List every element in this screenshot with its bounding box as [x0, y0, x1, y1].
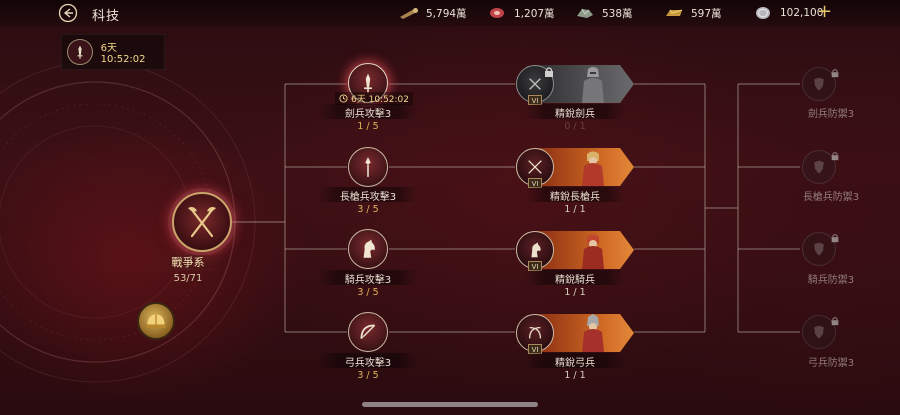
tech-node-swordsman-attack[interactable]	[348, 63, 388, 103]
shield-icon	[814, 160, 824, 174]
shield-icon	[814, 325, 824, 339]
treasure-helmet-icon	[146, 314, 166, 328]
tech-node-cavalry-defense[interactable]	[802, 232, 836, 266]
knight-soldier-icon	[582, 67, 604, 103]
tech-name: 長槍兵攻擊3	[339, 192, 397, 203]
elite-node-spearman[interactable]: VI	[516, 148, 634, 188]
tier-badge: VI	[528, 95, 542, 105]
bow-icon	[360, 324, 376, 339]
archer-soldier-icon	[582, 314, 604, 352]
crossed-axes-icon	[188, 207, 216, 238]
label-band	[525, 353, 625, 368]
label-band	[525, 187, 625, 202]
clock-icon	[339, 94, 348, 103]
resource-silver[interactable]: 102,100	[752, 4, 823, 22]
tech-name: 弓兵防禦3	[807, 358, 855, 369]
crossed-bows-icon	[528, 326, 542, 339]
gold-helmet-button[interactable]	[137, 302, 175, 340]
tier-badge: VI	[528, 261, 542, 271]
back-button[interactable]	[58, 3, 78, 23]
elite-level: 1 / 1	[564, 204, 586, 215]
gold-bar-icon	[666, 9, 683, 16]
label-band	[318, 353, 418, 368]
elite-level: 1 / 1	[564, 370, 586, 381]
lock-icon	[831, 152, 839, 161]
tier-badge: VI	[528, 344, 542, 354]
tech-name: 劍兵攻擊3	[344, 109, 392, 120]
tech-name: 弓兵攻擊3	[344, 358, 392, 369]
elite-level: 0 / 1	[564, 121, 586, 132]
elite-name: 精銳弓兵	[555, 358, 595, 369]
shield-icon	[814, 77, 824, 91]
tech-research-timer: 6天 10:52:02	[335, 92, 414, 105]
label-band	[525, 104, 625, 119]
lock-icon	[545, 67, 553, 77]
tech-node-archer-defense[interactable]	[802, 315, 836, 349]
tech-name: 騎兵攻擊3	[344, 275, 392, 286]
resource-value: 102,100	[780, 7, 824, 19]
timer-tech-icon	[67, 39, 93, 65]
elite-name: 精銳長槍兵	[550, 192, 600, 203]
resource-value: 5,794萬	[426, 7, 467, 20]
tech-name: 騎兵防禦3	[807, 275, 855, 286]
horizontal-scrollbar[interactable]	[362, 402, 538, 407]
tech-name: 長槍兵防禦3	[802, 192, 860, 203]
horse-head-icon	[531, 242, 541, 258]
silver-coin-icon	[756, 7, 770, 19]
shield-icon	[814, 242, 824, 256]
sword-icon	[77, 45, 83, 59]
label-band	[318, 270, 418, 285]
page-title: 科技	[92, 9, 121, 24]
add-silver-button[interactable]: +	[817, 1, 833, 22]
resource-food[interactable]: 1,207萬	[486, 4, 555, 22]
category-name: 戰爭系	[150, 255, 226, 271]
resource-value: 538萬	[602, 7, 633, 20]
sword-icon	[364, 73, 372, 93]
lock-icon	[831, 317, 839, 326]
stone-ore-icon	[577, 8, 593, 18]
tech-node-cavalry-attack[interactable]	[348, 229, 388, 269]
back-arrow-icon	[58, 3, 78, 23]
research-timer-text: 6天 10:52:02	[100, 43, 146, 65]
elite-name: 精銳騎兵	[555, 275, 595, 286]
elite-name: 精銳劍兵	[555, 109, 595, 120]
tech-level: 3 / 5	[357, 204, 379, 215]
crossed-spears-icon	[528, 160, 542, 174]
tier-badge: VI	[528, 178, 542, 188]
tech-level: 3 / 5	[357, 370, 379, 381]
label-band	[318, 187, 418, 202]
lock-icon	[831, 69, 839, 78]
resource-gold[interactable]: 597萬	[663, 4, 722, 22]
tech-node-spearman-attack[interactable]	[348, 147, 388, 187]
top-bar: 科技 5,794萬 1,207萬 538萬 597萬 102,100 +	[0, 0, 900, 26]
crossed-swords-icon	[529, 78, 541, 90]
category-count: 53/71	[173, 273, 203, 284]
tech-name: 劍兵防禦3	[807, 109, 855, 120]
tech-level: 1 / 5	[357, 121, 379, 132]
category-war-button[interactable]	[172, 192, 232, 252]
resource-wood[interactable]: 5,794萬	[398, 4, 467, 22]
wood-log-icon	[400, 8, 418, 19]
tech-node-spearman-defense[interactable]	[802, 150, 836, 184]
lock-icon	[831, 234, 839, 243]
meat-icon	[490, 8, 504, 18]
label-band	[318, 104, 418, 119]
tech-level: 3 / 5	[357, 287, 379, 298]
elite-node-cavalry[interactable]: VI	[516, 231, 634, 271]
tech-node-archer-attack[interactable]	[348, 312, 388, 352]
elite-node-swordsman[interactable]: VI	[516, 65, 634, 105]
spear-icon	[365, 157, 371, 177]
tech-node-swordsman-defense[interactable]	[802, 67, 836, 101]
cavalry-soldier-icon	[582, 234, 604, 269]
horse-head-icon	[363, 239, 375, 258]
resource-value: 597萬	[691, 7, 722, 20]
label-band	[525, 270, 625, 285]
resource-stone[interactable]: 538萬	[574, 4, 633, 22]
research-timer-chip[interactable]: 6天 10:52:02	[61, 34, 165, 70]
elite-level: 1 / 1	[564, 287, 586, 298]
spearman-soldier-icon	[582, 151, 604, 186]
resource-value: 1,207萬	[514, 7, 555, 20]
elite-node-archer[interactable]: VI	[516, 314, 634, 354]
